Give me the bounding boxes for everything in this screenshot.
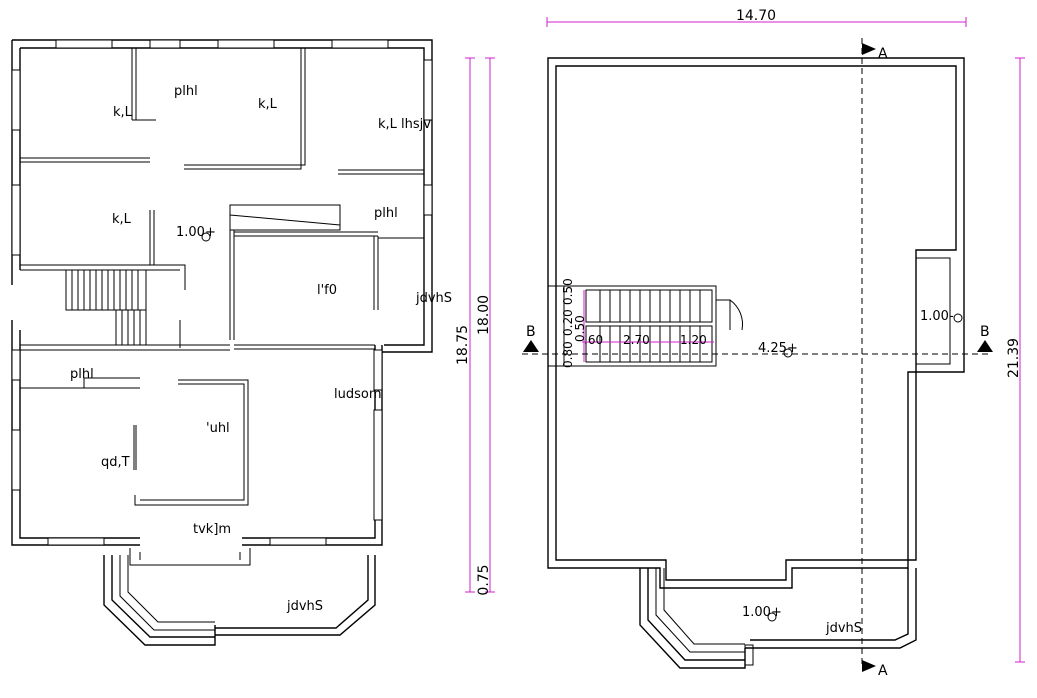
room-label-drawing: qd,T xyxy=(101,455,130,470)
stair-dim-2: 0.20 xyxy=(561,309,575,336)
dimension-outer: 18.75 xyxy=(455,325,471,365)
right-level-marker: 1.00- xyxy=(920,309,954,324)
stair-dim-5: .60 xyxy=(584,333,603,347)
dimension-width: 14.70 xyxy=(736,8,776,24)
room-label-mid-right: plhl xyxy=(374,206,398,221)
room-label-entrance: tvk]m xyxy=(193,522,231,537)
section-a-top-label: A xyxy=(878,46,888,62)
room-label-kitchen: plhl xyxy=(70,367,94,382)
room-label-top-mid: k,L xyxy=(258,97,278,112)
section-b-right-label: B xyxy=(980,324,990,340)
room-label-top-hall: plhl xyxy=(174,84,198,99)
room-label-side-porch: jdvhS xyxy=(415,291,452,306)
room-label-living: ludsom xyxy=(334,387,382,402)
dimension-height: 21.39 xyxy=(1006,338,1022,378)
room-label-dining: 'uhl xyxy=(206,421,230,436)
roof-level-marker: 4.25+ xyxy=(758,341,798,356)
stair-dim-6: 2.70 xyxy=(623,333,650,347)
stair-dim-4: 0.50 xyxy=(573,315,587,342)
dimension-inner: 18.00 xyxy=(476,295,492,335)
left-floor-plan xyxy=(11,39,495,646)
room-label-top-right: k,L lhsjv xyxy=(378,117,431,132)
room-label-top-left: k,L xyxy=(113,105,133,120)
room-label-front-porch: jdvhS xyxy=(286,599,323,614)
stair-dim-7: 1.20 xyxy=(680,333,707,347)
section-b-left-label: B xyxy=(526,324,536,340)
porch-label: jdvhS xyxy=(825,621,862,636)
dimension-offset: 0.75 xyxy=(476,564,492,595)
level-marker-left: 1.00+ xyxy=(176,225,216,240)
right-roof-plan xyxy=(522,17,1025,672)
porch-level-marker: 1.00+ xyxy=(742,605,782,620)
stair-dim-3: 0.50 xyxy=(561,278,575,305)
room-label-center: l'f0 xyxy=(317,283,337,298)
room-label-mid-left: k,L xyxy=(112,212,132,227)
stair-dim-1: 0.80 xyxy=(561,341,575,368)
section-a-bottom-label: A xyxy=(878,663,888,679)
